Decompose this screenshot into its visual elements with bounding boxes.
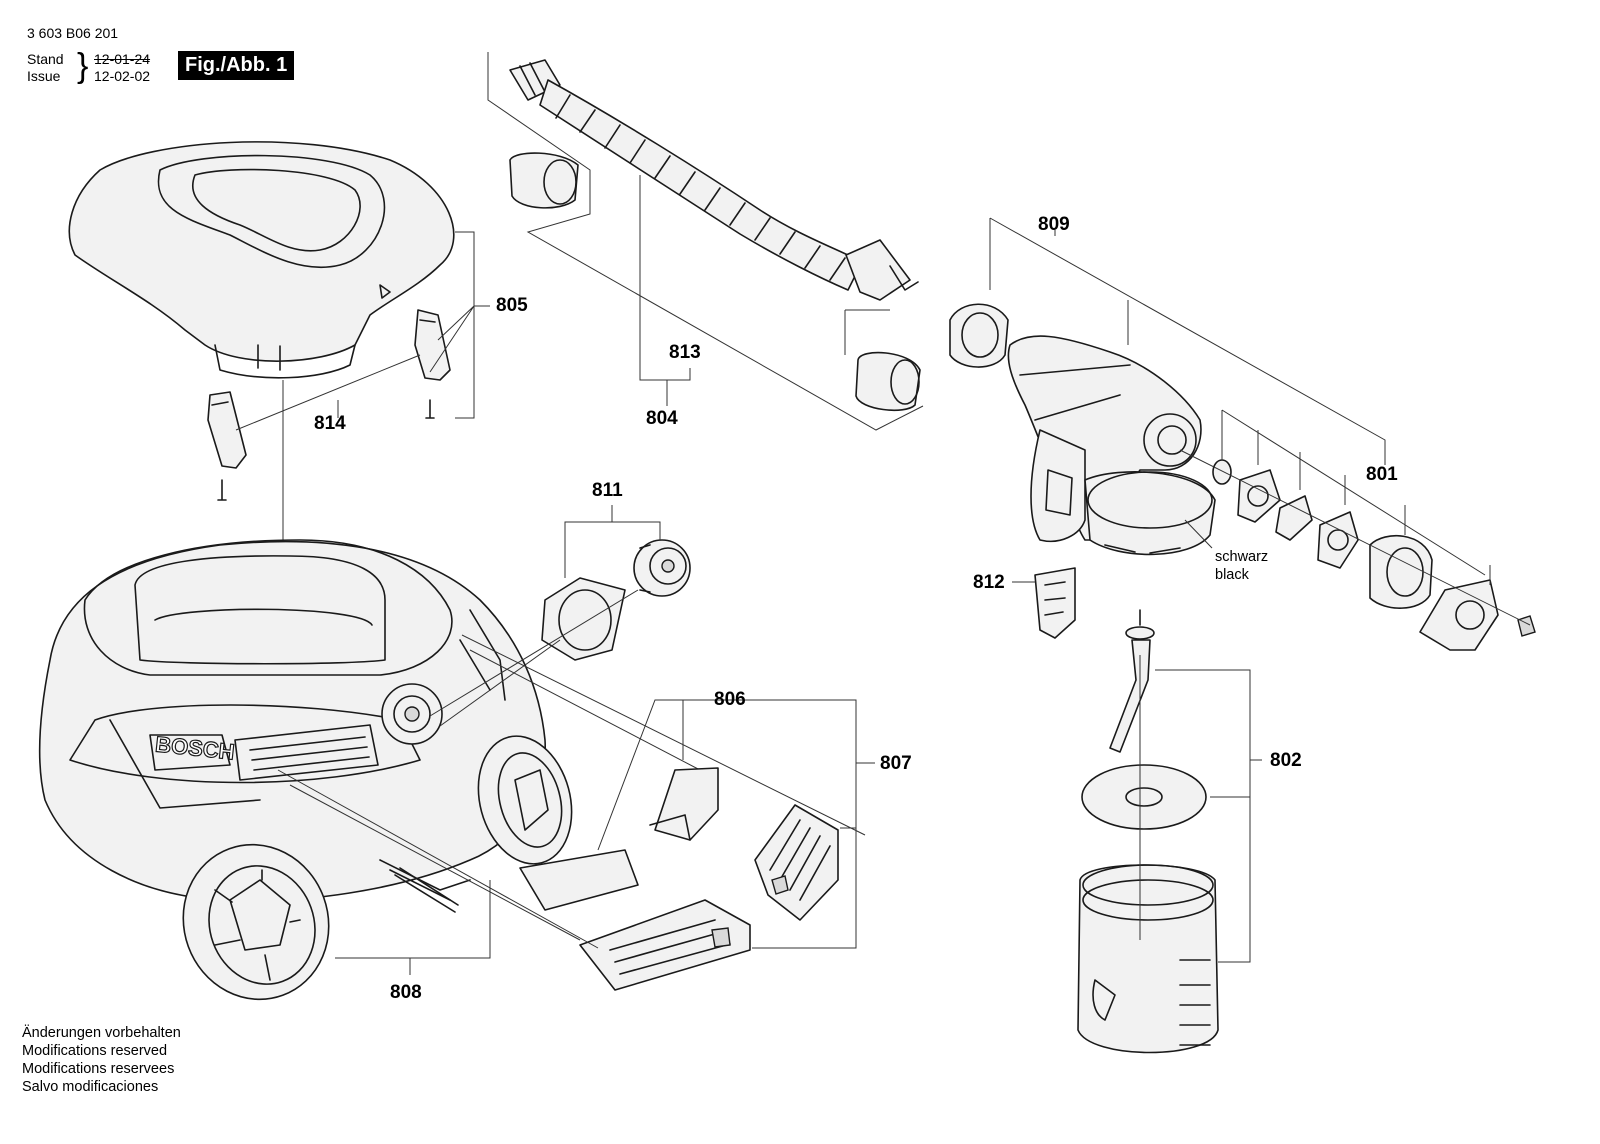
- part-label-802: 802: [1270, 750, 1302, 771]
- footer-note-de: Änderungen vorbehalten: [22, 1025, 181, 1041]
- hose: [509, 59, 921, 412]
- part-label-809: 809: [1038, 214, 1070, 235]
- figure-label: Fig./Abb. 1: [178, 51, 295, 80]
- date-brace: }: [77, 47, 89, 85]
- part-label-808: 808: [390, 982, 422, 1003]
- spray-gun: [949, 303, 1216, 556]
- part-label-805: 805: [496, 295, 528, 316]
- issue-date: 12-02-02: [94, 68, 151, 84]
- lid-cover: [68, 141, 455, 379]
- part-label-807: 807: [880, 753, 912, 774]
- stand-date: 12-01-24: [94, 51, 151, 67]
- part-label-811: 811: [592, 480, 623, 501]
- part-label-801: 801: [1366, 464, 1398, 485]
- part-label-804: 804: [646, 408, 678, 429]
- document-code: 3 603 B06 201: [27, 25, 119, 41]
- part-label-806: 806: [714, 689, 746, 710]
- issue-label: Issue: [27, 68, 61, 84]
- paint-container: [1077, 609, 1219, 1054]
- color-note-en: black: [1215, 567, 1249, 583]
- footer-note-fr: Modifications reservees: [22, 1061, 175, 1077]
- color-note-de: schwarz: [1215, 549, 1269, 565]
- trigger-part: [1034, 567, 1076, 639]
- wheel-front: [182, 843, 330, 1001]
- filter-grilles: [519, 767, 839, 991]
- part-label-812: 812: [973, 572, 1005, 593]
- part-label-814: 814: [314, 413, 346, 434]
- footer-note-en: Modifications reserved: [22, 1043, 168, 1059]
- footer-note-es: Salvo modificaciones: [22, 1079, 159, 1095]
- side-clips: [207, 309, 451, 501]
- stand-label: Stand: [27, 51, 64, 67]
- wheel-rear: [477, 735, 573, 865]
- control-knob: [541, 539, 691, 661]
- nozzle-parts: [1212, 459, 1536, 651]
- part-label-813: 813: [669, 342, 701, 363]
- base-unit: [38, 539, 546, 902]
